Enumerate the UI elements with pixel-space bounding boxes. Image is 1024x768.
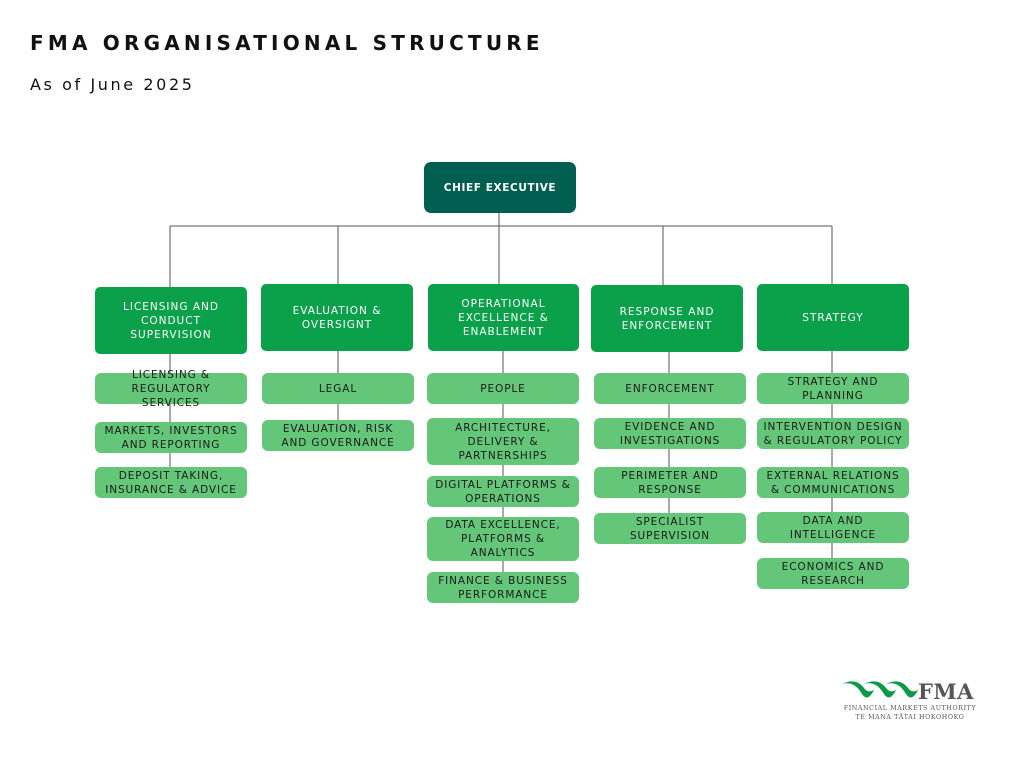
chief-executive-label: CHIEF EXECUTIVE	[443, 181, 557, 194]
team-enforcement: ENFORCEMENT	[594, 373, 746, 404]
team-digital-platforms: DIGITAL PLATFORMS & OPERATIONS	[427, 476, 579, 507]
team-label: PERIMETER AND RESPONSE	[621, 469, 719, 496]
division-licensing-conduct: LICENSING AND CONDUCT SUPERVISION	[95, 287, 247, 354]
team-label: FINANCE & BUSINESS PERFORMANCE	[438, 574, 568, 601]
team-perimeter-response: PERIMETER AND RESPONSE	[594, 467, 746, 498]
team-label: EXTERNAL RELATIONS & COMMUNICATIONS	[766, 469, 900, 496]
team-external-relations: EXTERNAL RELATIONS & COMMUNICATIONS	[757, 467, 909, 498]
team-label: MARKETS, INVESTORS AND REPORTING	[104, 424, 238, 451]
division-label: EVALUATION & OVERSIGNT	[292, 304, 382, 331]
page-title: FMA ORGANISATIONAL STRUCTURE	[30, 31, 544, 55]
page-subtitle: As of June 2025	[30, 75, 195, 94]
division-operational-excellence: OPERATIONAL EXCELLENCE & ENABLEMENT	[428, 284, 579, 351]
chief-executive-box: CHIEF EXECUTIVE	[424, 162, 576, 213]
team-finance-business: FINANCE & BUSINESS PERFORMANCE	[427, 572, 579, 603]
division-label: OPERATIONAL EXCELLENCE & ENABLEMENT	[458, 297, 549, 338]
fma-logo-text: FMA	[918, 679, 974, 704]
team-economics-research: ECONOMICS AND RESEARCH	[757, 558, 909, 589]
team-label: INTERVENTION DESIGN & REGULATORY POLICY	[763, 420, 903, 447]
team-specialist-supervision: SPECIALIST SUPERVISION	[594, 513, 746, 544]
team-licensing-regulatory: LICENSING & REGULATORY SERVICES	[95, 369, 247, 409]
team-label: LEGAL	[318, 382, 358, 395]
team-data-intelligence: DATA AND INTELLIGENCE	[757, 512, 909, 543]
team-evidence-investigations: EVIDENCE AND INVESTIGATIONS	[594, 418, 746, 449]
team-label: DIGITAL PLATFORMS & OPERATIONS	[435, 478, 571, 505]
division-label: RESPONSE AND ENFORCEMENT	[619, 305, 715, 332]
team-people: PEOPLE	[427, 373, 579, 404]
team-label: EVALUATION, RISK AND GOVERNANCE	[281, 422, 395, 449]
team-label: PEOPLE	[480, 382, 526, 395]
team-architecture-delivery: ARCHITECTURE, DELIVERY & PARTNERSHIPS	[427, 418, 579, 465]
fma-wave-logo-icon	[842, 681, 918, 698]
team-deposit-taking: DEPOSIT TAKING, INSURANCE & ADVICE	[95, 467, 247, 498]
team-label: STRATEGY AND PLANNING	[787, 375, 879, 402]
fma-logo-line2: TE MANA TĀTAI HOKOHOKO	[855, 714, 965, 721]
team-label: ECONOMICS AND RESEARCH	[781, 560, 885, 587]
team-label: DATA EXCELLENCE, PLATFORMS & ANALYTICS	[445, 519, 561, 559]
team-label: ENFORCEMENT	[625, 382, 715, 395]
team-strategy-planning: STRATEGY AND PLANNING	[757, 373, 909, 404]
team-data-excellence: DATA EXCELLENCE, PLATFORMS & ANALYTICS	[427, 517, 579, 561]
division-label: STRATEGY	[802, 311, 864, 324]
team-label: DATA AND INTELLIGENCE	[789, 514, 877, 541]
division-response-enforcement: RESPONSE AND ENFORCEMENT	[591, 285, 743, 352]
team-evaluation-risk: EVALUATION, RISK AND GOVERNANCE	[262, 420, 414, 451]
fma-logo-line1: FINANCIAL MARKETS AUTHORITY	[843, 705, 977, 712]
team-label: SPECIALIST SUPERVISION	[629, 515, 711, 542]
team-label: DEPOSIT TAKING, INSURANCE & ADVICE	[105, 469, 237, 496]
team-intervention-design: INTERVENTION DESIGN & REGULATORY POLICY	[757, 418, 909, 449]
team-legal: LEGAL	[262, 373, 414, 404]
division-strategy: STRATEGY	[757, 284, 909, 351]
team-label: LICENSING & REGULATORY SERVICES	[131, 368, 211, 409]
division-evaluation-oversight: EVALUATION & OVERSIGNT	[261, 284, 413, 351]
division-label: LICENSING AND CONDUCT SUPERVISION	[123, 300, 219, 341]
team-label: EVIDENCE AND INVESTIGATIONS	[619, 420, 721, 447]
team-label: ARCHITECTURE, DELIVERY & PARTNERSHIPS	[455, 421, 551, 462]
team-markets-investors: MARKETS, INVESTORS AND REPORTING	[95, 422, 247, 453]
